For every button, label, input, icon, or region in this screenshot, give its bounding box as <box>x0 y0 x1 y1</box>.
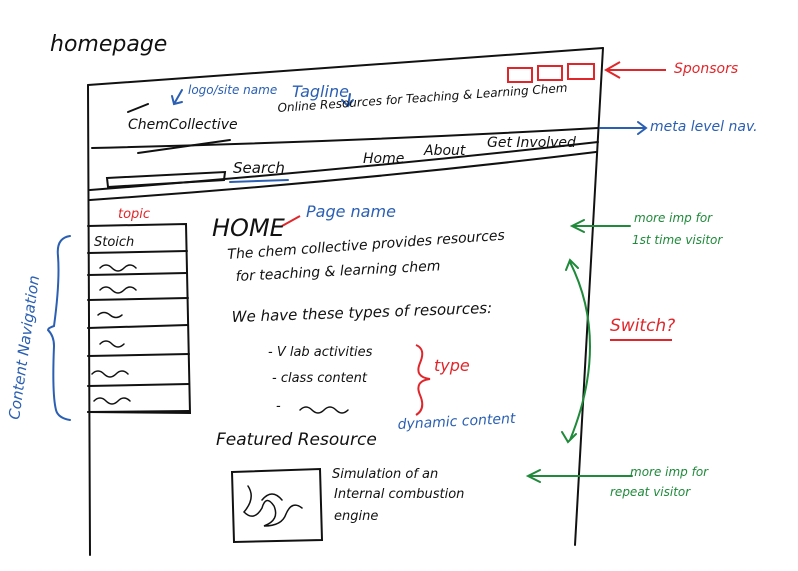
header-line <box>91 127 599 149</box>
featured-image-box <box>230 467 324 544</box>
logo-note: logo/site name <box>188 83 278 97</box>
search-label[interactable]: Search <box>233 159 285 177</box>
repeat-note-line-1: more imp for <box>630 465 709 479</box>
first-time-note-line-2: 1st time visitor <box>632 233 723 247</box>
sponsors-arrow <box>603 61 666 79</box>
switch-double-arrow <box>561 258 591 444</box>
sponsor-box-3 <box>567 63 595 80</box>
featured-line-1: Simulation of an <box>332 467 439 482</box>
sidebar-item-stoich[interactable]: Stoich <box>94 235 135 250</box>
sidebar-outline <box>87 222 192 415</box>
resource-type-vlab: - V lab activities <box>268 345 373 360</box>
first-time-arrow <box>569 219 631 233</box>
page-frame-right <box>574 47 604 546</box>
resource-type-other: - <box>276 399 281 414</box>
meta-nav-note: meta level nav. <box>650 119 758 135</box>
site-name: ChemCollective <box>128 117 238 133</box>
content-nav-brace <box>46 235 71 421</box>
page-name-note: Page name <box>306 202 396 221</box>
featured-line-3: engine <box>334 509 379 524</box>
topic-note: topic <box>118 207 151 222</box>
search-box-outline <box>105 170 227 189</box>
tagline-note-arrow <box>341 93 354 108</box>
logo-note-arrow <box>171 89 183 106</box>
nav-link-get-involved[interactable]: Get Involved <box>487 135 576 151</box>
switch-note: Switch? <box>610 316 676 336</box>
type-note: type <box>434 356 470 375</box>
meta-nav-arrow <box>599 121 648 135</box>
page-title: homepage <box>50 32 168 57</box>
tagline-note: Tagline <box>292 82 349 101</box>
nav-link-about[interactable]: About <box>424 143 466 159</box>
search-underline <box>229 179 289 183</box>
sponsor-box-2 <box>537 65 563 81</box>
page-heading: HOME <box>212 214 285 242</box>
nav-bottom-line <box>89 151 597 201</box>
nav-link-home[interactable]: Home <box>363 151 405 167</box>
heading-underline-arrow <box>281 215 301 227</box>
sponsor-box-1 <box>507 67 533 83</box>
page-frame-left <box>87 84 91 556</box>
logo-bracket-bottom <box>137 139 231 154</box>
repeat-note-line-2: repeat visitor <box>610 485 691 499</box>
sponsors-note: Sponsors <box>674 61 739 77</box>
featured-line-2: Internal combustion <box>334 487 465 502</box>
featured-resource-label: Featured Resource <box>216 430 377 450</box>
type-brace <box>415 344 431 416</box>
repeat-arrow <box>525 469 633 483</box>
logo-bracket-top <box>127 103 149 113</box>
page-frame-top <box>87 47 604 86</box>
first-time-note-line-1: more imp for <box>634 211 713 225</box>
resource-type-class-content: - class content <box>272 371 367 386</box>
featured-image-scribble <box>242 485 303 527</box>
